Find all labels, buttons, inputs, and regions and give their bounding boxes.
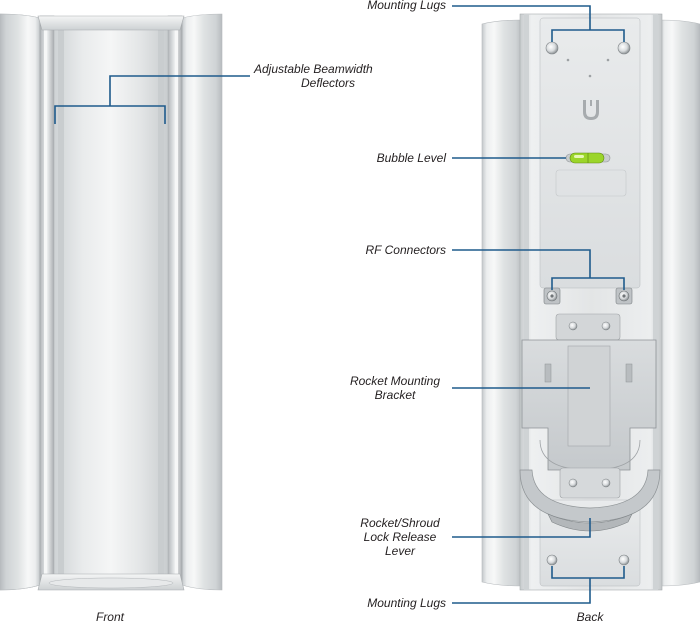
front-right-panel [0, 13, 41, 591]
callout-rf-connectors: RF Connectors [365, 243, 446, 257]
callout-mounting-lugs-top: Mounting Lugs [367, 0, 446, 12]
rocket-mounting-bracket [521, 339, 657, 471]
front-top-cap [37, 15, 185, 31]
rf-connector-left [543, 287, 561, 305]
brand-logo-icon [583, 100, 599, 120]
bubble-level [565, 152, 611, 164]
leader-mounting-lugs-bottom [452, 566, 625, 604]
leader-mounting-lugs-top [452, 5, 625, 42]
callout-bubble-level: Bubble Level [376, 151, 446, 165]
callout-release-lever-line1: Rocket/Shroud [360, 516, 440, 530]
callout-deflectors-line1: Adjustable Beamwidth [254, 62, 373, 76]
caption-front: Front [95, 610, 124, 624]
mounting-lug-top-right [617, 41, 631, 55]
leader-deflectors [54, 75, 250, 124]
back-antenna [481, 13, 700, 591]
mounting-lug-bottom-left [546, 554, 558, 566]
leader-lines [54, 5, 625, 604]
callout-rocket-bracket: Rocket Mounting Bracket [340, 374, 450, 402]
callout-deflectors-line2: Deflectors [301, 76, 356, 90]
mounting-lug-top-left [545, 41, 559, 55]
mounting-lug-bottom-right [618, 554, 630, 566]
callout-release-lever-line2: Lock Release [363, 530, 437, 544]
release-lever [547, 513, 633, 532]
front-radome [53, 19, 169, 587]
callout-rocket-bracket-line1: Rocket Mounting [349, 374, 441, 388]
caption-back: Back [576, 610, 604, 624]
callout-mounting-lugs-bottom: Mounting Lugs [367, 596, 446, 610]
callout-deflectors: Adjustable Beamwidth Deflectors [254, 62, 373, 90]
callout-rocket-bracket-line2: Bracket [374, 388, 416, 402]
callout-release-lever-line3: Lever [384, 544, 416, 558]
front-antenna [0, 13, 223, 591]
rf-connector-right [615, 287, 633, 305]
leader-release-lever [452, 518, 591, 538]
leader-rf-connectors [452, 249, 625, 290]
callout-release-lever: Rocket/Shroud Lock Release Lever [350, 516, 450, 558]
front-right-panel-face [181, 13, 223, 591]
